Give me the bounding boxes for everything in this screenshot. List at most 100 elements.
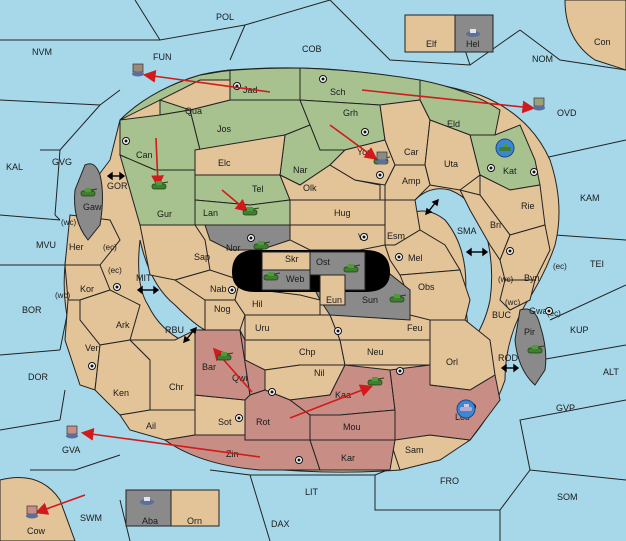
province-aba[interactable] (125, 489, 172, 527)
province-label-orl: Orl (446, 357, 458, 367)
coast-tag-gwa-ec: (ec) (547, 309, 561, 318)
order-arrow-sch-ovd (361, 89, 536, 114)
sea-label-dax: DAX (271, 519, 290, 529)
tank-icon (151, 181, 169, 190)
sea-label-ovd: OVD (557, 108, 577, 118)
province-tel[interactable] (194, 174, 291, 206)
units (26, 29, 545, 519)
sea-label-gvg: GVG (52, 157, 72, 167)
province-label-kaa: Kaa (335, 390, 351, 400)
sea-label-fun: FUN (153, 52, 172, 62)
tank-icon (80, 188, 98, 197)
province-label-ken: Ken (113, 388, 129, 398)
province-label-grh: Grh (343, 108, 358, 118)
order-arrow-rot-kaa (289, 384, 373, 419)
sea-label-som: SOM (557, 492, 578, 502)
province-label-skr: Skr (285, 254, 299, 264)
province-label-her: Her (69, 242, 84, 252)
province-elf[interactable] (404, 14, 456, 53)
province-label-uta: Uta (444, 159, 458, 169)
tank-icon (216, 352, 234, 361)
province-vil[interactable] (289, 224, 386, 251)
province-label-car: Car (404, 147, 419, 157)
province-label-jos: Jos (217, 124, 232, 134)
province-label-nog: Nog (214, 304, 231, 314)
province-gwa[interactable] (499, 279, 536, 311)
supply-center-icon (506, 247, 514, 255)
province-label-elc: Elc (218, 158, 231, 168)
province-label-sot: Sot (218, 417, 232, 427)
province-pir[interactable] (514, 308, 547, 386)
ship-icon (533, 97, 545, 111)
sea-label-bor: BOR (22, 305, 42, 315)
ship-icon (140, 497, 154, 505)
province-mel[interactable] (384, 229, 461, 276)
province-label-gur: Gur (157, 209, 172, 219)
sea-label-kup: KUP (570, 325, 589, 335)
province-label-kar: Kar (341, 453, 355, 463)
province-label-sap: Sap (194, 252, 210, 262)
province-label-nab: Nab (210, 284, 227, 294)
province-label-rie: Rie (521, 201, 535, 211)
province-label-ver: Ver (85, 343, 99, 353)
coast-tag-kor-ec: (ec) (108, 266, 122, 275)
tank-icon (527, 345, 545, 354)
province-orn[interactable] (170, 489, 220, 527)
passages (106, 171, 520, 373)
province-label-obs: Obs (418, 282, 435, 292)
province-label-uru: Uru (255, 323, 270, 333)
province-label-sun: Sun (362, 295, 378, 305)
coast-tag-byn-wc: (wc) (498, 275, 513, 284)
province-label-pir: Pir (524, 327, 535, 337)
sea-label-rbu: RBU (165, 325, 184, 335)
ship-icon (495, 138, 515, 158)
sea-label-kam: KAM (580, 193, 600, 203)
sea-label-kal: KAL (6, 162, 23, 172)
province-gaw[interactable] (74, 163, 103, 241)
supply-center-icon (530, 168, 538, 176)
tank-icon (263, 272, 281, 281)
province-con[interactable] (564, 0, 626, 71)
province-los[interactable] (389, 364, 501, 441)
province-kar[interactable] (309, 439, 396, 471)
sea-label-gor: GOR (107, 181, 128, 191)
province-label-neu: Neu (367, 347, 384, 357)
province-label-chr: Chr (169, 382, 184, 392)
province-nog[interactable] (204, 299, 246, 331)
province-label-eun: Eun (326, 295, 342, 305)
province-her[interactable] (64, 214, 121, 266)
ship-icon (26, 505, 38, 519)
sea-label-gva: GVA (62, 445, 80, 455)
supply-center-icon (235, 414, 243, 422)
order-arrow-zin-gva (80, 427, 261, 458)
province-label-bar: Bar (202, 362, 216, 372)
order-arrow-swm-cow (34, 494, 86, 515)
province-eun[interactable] (319, 274, 346, 306)
order-arrow-grh-yor (329, 124, 378, 160)
province-label-ark: Ark (116, 320, 130, 330)
coast-tag-byn-ec: (ec) (553, 262, 567, 271)
sea-label-alt: ALT (603, 367, 619, 377)
province-label-eld: Eld (447, 119, 460, 129)
province-label-sam: Sam (405, 445, 424, 455)
coast-tag-her-ec: (ec) (103, 243, 117, 252)
passage-rod-arrow (500, 363, 520, 373)
province-label-gaw: Gaw (83, 202, 102, 212)
order-arrow-jad-fun (142, 69, 271, 93)
sea-label-rod: ROD (498, 353, 519, 363)
tank-icon (343, 264, 361, 273)
sea-label-sma: SMA (457, 226, 477, 236)
province-label-esm: Esm (387, 231, 405, 241)
coast-tag-gwa-wc: (wc) (505, 298, 520, 307)
province-label-qua: Qua (185, 106, 202, 116)
supply-center-icon (319, 75, 327, 83)
province-zin[interactable] (163, 434, 321, 471)
province-neu[interactable] (339, 339, 431, 366)
sea-label-fro: FRO (440, 476, 459, 486)
province-label-aba: Aba (142, 516, 158, 526)
coast-tag-kor-wc: (wc) (55, 291, 70, 300)
province-qua[interactable] (158, 79, 231, 111)
supply-center-icon (247, 234, 255, 242)
supply-center-icon (395, 253, 403, 261)
ship-icon (456, 399, 476, 419)
